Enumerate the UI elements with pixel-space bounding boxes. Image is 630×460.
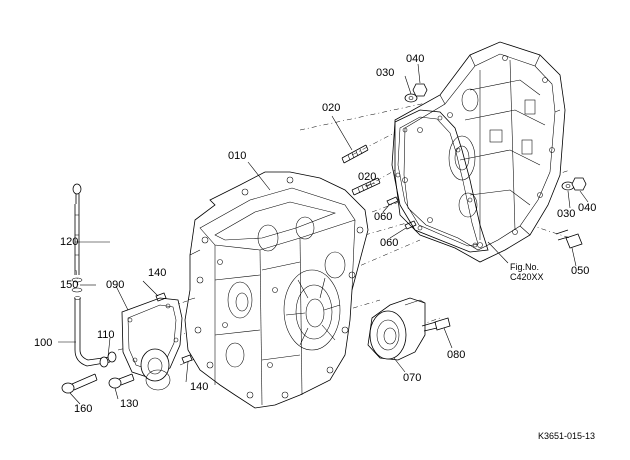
rear-housing (394, 41, 566, 263)
callout-060-lower[interactable]: 060 (380, 237, 399, 249)
guide-pipe (74, 296, 111, 367)
bolts-160-130 (61, 373, 135, 394)
callout-100[interactable]: 100 (34, 337, 53, 349)
callout-090[interactable]: 090 (106, 279, 125, 291)
bearing-housing (367, 297, 426, 361)
drawing-code: K3651-015-13 (538, 431, 596, 441)
callout-040-lower[interactable]: 040 (578, 202, 597, 214)
callout-040-upper[interactable]: 040 (406, 53, 425, 65)
callout-140-upper[interactable]: 140 (148, 267, 167, 279)
leader-lines (58, 63, 589, 405)
transmission-case (184, 171, 369, 409)
callout-080[interactable]: 080 (447, 349, 466, 361)
figure-number-code: C420XX (510, 272, 544, 283)
stud-bolts (341, 144, 381, 196)
side-cover (121, 297, 183, 391)
dipstick (71, 183, 83, 293)
dowel-pins (386, 196, 417, 230)
callout-140-lower[interactable]: 140 (190, 381, 209, 393)
callout-060-upper[interactable]: 060 (374, 211, 393, 223)
callout-030-lower[interactable]: 030 (557, 208, 576, 220)
callout-050[interactable]: 050 (571, 265, 590, 277)
figure-number: Fig.No. C420XX (510, 262, 544, 283)
callout-010[interactable]: 010 (228, 150, 247, 162)
nuts-and-washers (404, 83, 587, 191)
gasket (391, 109, 489, 253)
bolt-080 (421, 317, 451, 332)
callout-070[interactable]: 070 (403, 372, 422, 384)
figure-number-label: Fig.No. (510, 262, 540, 272)
callout-120[interactable]: 120 (60, 236, 79, 248)
callout-130[interactable]: 130 (120, 398, 139, 410)
callout-110[interactable]: 110 (97, 329, 115, 341)
callout-150[interactable]: 150 (60, 279, 79, 291)
callout-030-upper[interactable]: 030 (376, 67, 395, 79)
pins-140 (155, 292, 193, 364)
callout-020-upper[interactable]: 020 (322, 102, 341, 114)
callout-160[interactable]: 160 (74, 403, 93, 415)
callout-020-lower[interactable]: 020 (358, 171, 377, 183)
bolt-050 (555, 229, 583, 249)
